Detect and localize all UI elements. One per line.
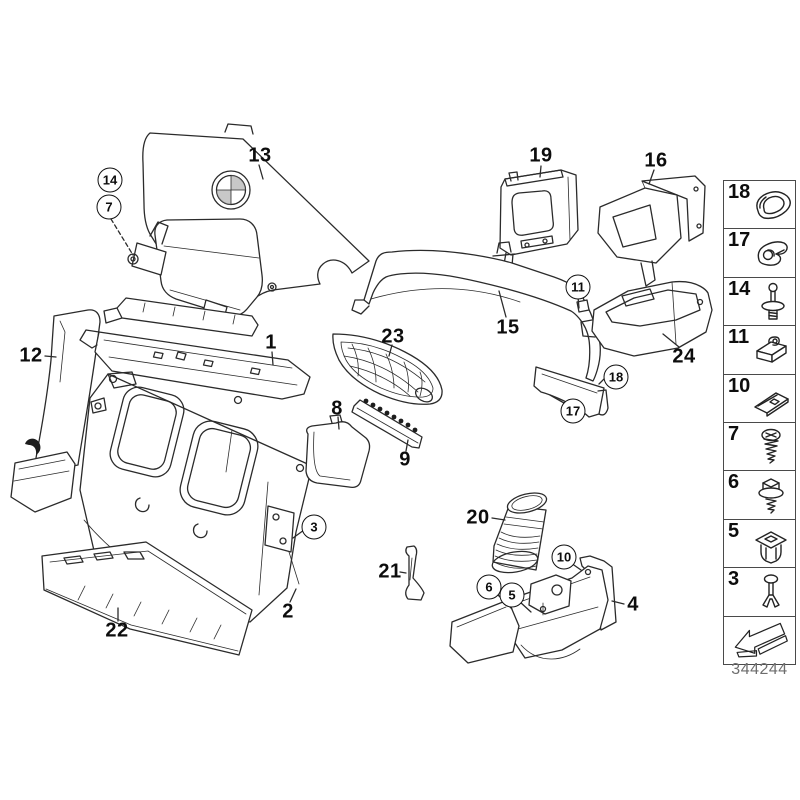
callout-1[interactable]: 1: [265, 331, 277, 354]
legend-item-11[interactable]: 11: [724, 326, 795, 375]
legend-number: 3: [728, 568, 740, 591]
hex-screw-icon: [758, 478, 784, 515]
clamp-nut-icon: [756, 336, 787, 363]
phillips-screw-icon: [761, 428, 781, 464]
callout-9[interactable]: 9: [399, 448, 411, 471]
part-16-air-duct: [597, 175, 706, 287]
callout-8[interactable]: 8: [331, 397, 343, 420]
bmw-roundel-icon: [211, 170, 251, 210]
callout-23[interactable]: 23: [381, 325, 405, 348]
part-19-mounting-plate: [499, 169, 579, 267]
callout-circle-7[interactable]: 7: [96, 194, 122, 220]
part-1-support-trim: [79, 297, 311, 400]
callout-24[interactable]: 24: [672, 345, 696, 368]
part-12-side-duct: [10, 309, 101, 513]
callout-13[interactable]: 13: [248, 144, 272, 167]
callout-19[interactable]: 19: [529, 144, 553, 167]
grommet-icon: [756, 191, 791, 220]
callout-15[interactable]: 15: [496, 316, 520, 339]
callout-circle-6[interactable]: 6: [476, 574, 502, 600]
legend-item-5[interactable]: 5: [724, 519, 795, 569]
legend-item-17[interactable]: 17: [724, 229, 795, 278]
callout-2[interactable]: 2: [282, 600, 294, 623]
legend-number: 10: [728, 374, 751, 397]
callout-circle-18[interactable]: 18: [603, 364, 629, 390]
callout-circle-3[interactable]: 3: [301, 514, 327, 540]
part-23-grille: [332, 333, 443, 405]
legend-item-14[interactable]: 14: [724, 277, 795, 327]
expansion-nut-icon: [755, 531, 787, 564]
callout-circle-11[interactable]: 11: [565, 274, 591, 300]
diagram-number: 344244: [731, 661, 788, 678]
part-9-sealing-strip: [351, 398, 423, 449]
legend-number: 11: [728, 326, 750, 349]
legend-item-7[interactable]: 7: [724, 422, 795, 472]
legend-number: 5: [728, 519, 740, 542]
direction-arrow-icon: [734, 622, 788, 657]
expansion-rivet-icon: [762, 574, 780, 608]
callout-circle-5[interactable]: 5: [499, 582, 525, 608]
part-4-air-duct-assembly: [449, 555, 617, 664]
part-21-bracket-strap: [405, 545, 425, 601]
part-15-air-channel: [351, 241, 609, 418]
callout-21[interactable]: 21: [378, 560, 402, 583]
legend-number: 18: [728, 181, 751, 203]
callout-16[interactable]: 16: [644, 149, 668, 172]
part-22-lower-tray: [41, 541, 253, 656]
callout-4[interactable]: 4: [627, 593, 639, 616]
callout-circle-10[interactable]: 10: [551, 544, 577, 570]
callout-12[interactable]: 12: [19, 344, 43, 367]
legend-item-3[interactable]: 3: [724, 568, 795, 617]
legend-number: 6: [728, 471, 740, 494]
part-20-corrugated-hose: [491, 492, 548, 574]
legend-item-18[interactable]: 18: [724, 181, 795, 230]
part-24-air-duct: [580, 280, 713, 357]
callout-22[interactable]: 22: [105, 619, 129, 642]
legend-item-arrow[interactable]: [724, 616, 795, 664]
callout-20[interactable]: 20: [466, 506, 490, 529]
legend-number: 14: [728, 277, 751, 300]
legend-item-6[interactable]: 6: [724, 471, 795, 520]
callout-circle-14[interactable]: 14: [97, 167, 123, 193]
callout-circle-17[interactable]: 17: [560, 398, 586, 424]
spring-clip-icon: [757, 241, 788, 267]
part-8-cover-lid: [305, 414, 371, 488]
legend-item-10[interactable]: 10: [724, 374, 795, 423]
pin-rivet-icon: [761, 282, 785, 320]
legend-number: 7: [728, 422, 740, 445]
legend-number: 17: [728, 229, 751, 252]
flat-clip-icon: [754, 391, 789, 417]
fastener-legend: 18 17 14 11: [723, 180, 796, 665]
